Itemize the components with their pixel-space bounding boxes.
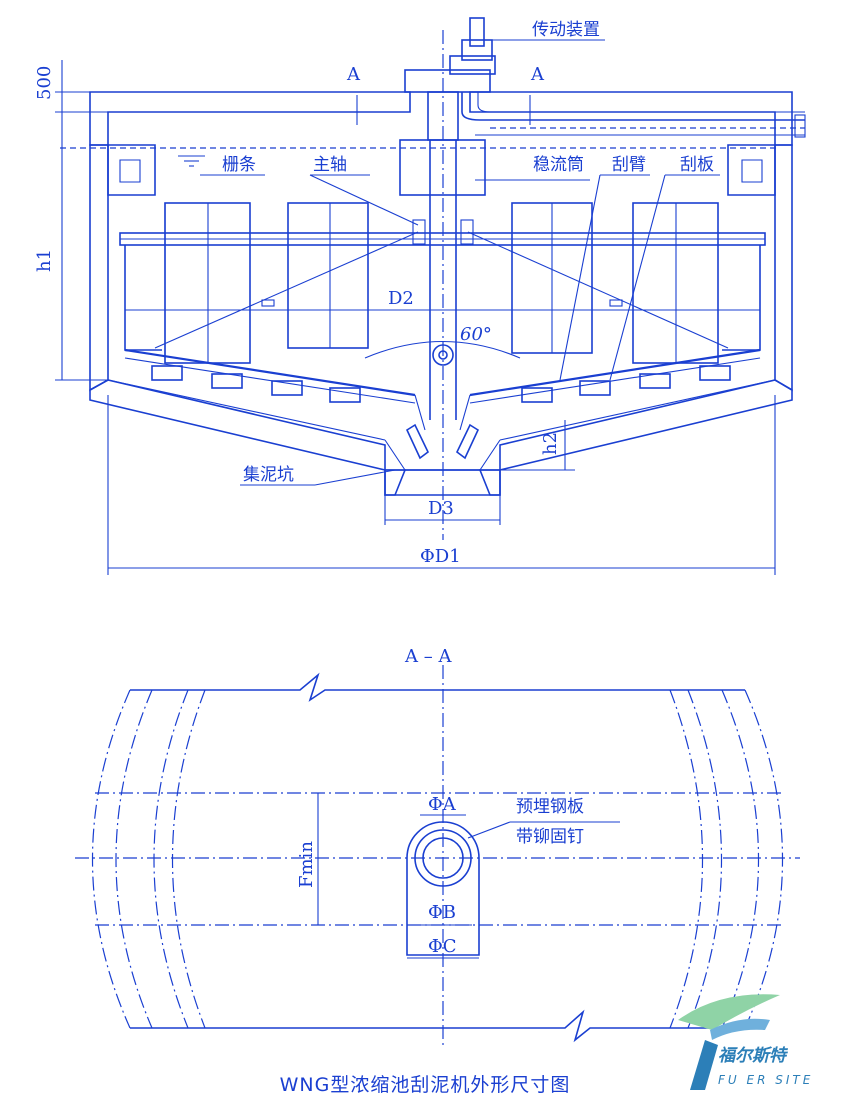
main-shaft: [412, 140, 474, 420]
fmin-label: Fmin: [296, 841, 317, 888]
angle-label: 60°: [460, 324, 492, 345]
grate-label: 栅条: [222, 155, 256, 175]
stilling-tube: [399, 139, 486, 196]
sludge-pit-label: 集泥坑: [243, 465, 294, 485]
section-mark-right: A: [530, 64, 545, 85]
stilling-tube-label: 稳流筒: [533, 155, 584, 175]
scraper-frames: [119, 202, 766, 404]
scraper-arm-label: 刮臂: [612, 155, 646, 175]
scraper-plate-label: 刮板: [680, 155, 714, 175]
figure-caption: WNG型浓缩池刮泥机外形尺寸图: [279, 1074, 571, 1096]
dimensions: [55, 60, 776, 575]
drive-assembly: [404, 17, 496, 540]
plate-label-1: 预埋钢板: [516, 797, 584, 817]
plate-label-2: 带铆固钉: [516, 827, 584, 847]
dim-500-label: 500: [34, 66, 55, 100]
section-mark-left: A: [346, 64, 361, 85]
angle-arc: [364, 341, 521, 359]
main-shaft-label: 主轴: [313, 155, 347, 175]
h2-label: h2: [540, 432, 561, 455]
logo-chinese-text: 福尔斯特: [718, 1046, 786, 1066]
tank-walls: [89, 91, 793, 496]
drive-label: 传动装置: [532, 20, 600, 40]
section-title: A – A: [404, 646, 452, 667]
section-view: [75, 665, 800, 1045]
phi-b-label: ΦB: [428, 902, 456, 923]
d2-label: D2: [388, 288, 414, 309]
logo-english-text: FU ER SITE: [718, 1073, 814, 1087]
leader-lines: [200, 39, 720, 486]
phi-a-label: ΦA: [428, 794, 457, 815]
water-level: [60, 147, 780, 167]
d1-label: ΦD1: [420, 546, 461, 567]
d3-label: D3: [428, 498, 454, 519]
outlet-pipe: [461, 92, 806, 138]
phi-c-label: ΦC: [428, 936, 457, 957]
scraper-blades: [151, 365, 731, 460]
company-logo: [678, 994, 780, 1090]
h1-label: h1: [34, 249, 55, 272]
